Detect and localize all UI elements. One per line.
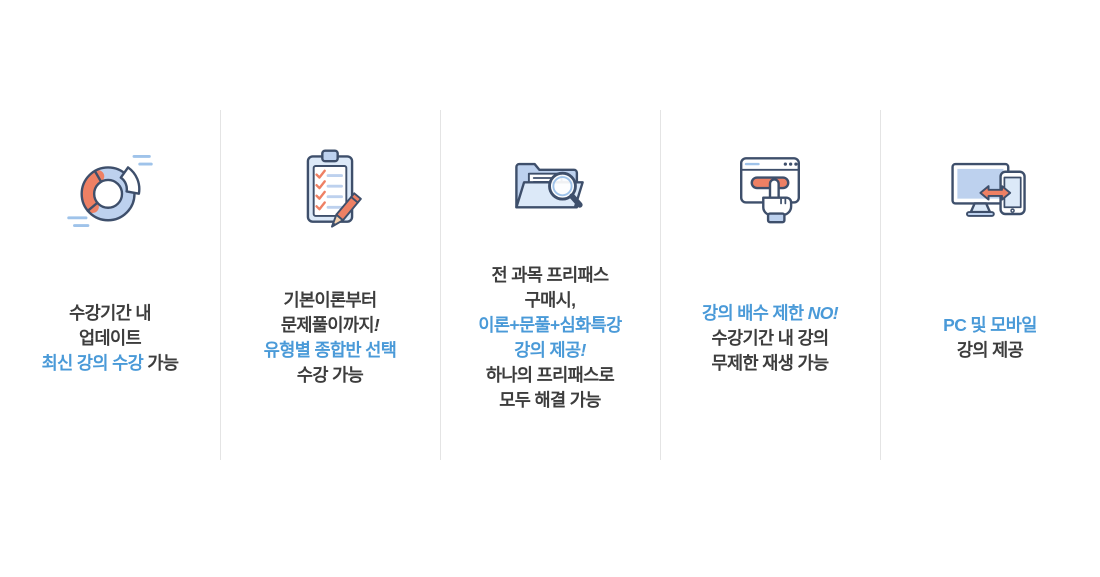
text-segment: 가능 [143,352,179,373]
feature-icon [935,140,1045,240]
column-divider [219,110,221,460]
folder-magnifier-icon [515,162,584,209]
text-segment: 기본이론부터 [283,290,378,310]
text-line: 수강기간 내 강의 [702,326,838,351]
text-segment: 하나의 프리패스로 [485,365,615,385]
text-segment: 수강기간 내 강의 [711,327,829,348]
pc-mobile-icon [951,162,1026,217]
column-divider [879,110,881,460]
feature-icon [55,140,165,240]
text-line: 강의 제공! [478,338,621,363]
text-segment: 전 과목 프리패스 [491,265,609,285]
donut-chart-icon [67,154,153,227]
text-line: 강의 제공 [943,338,1037,363]
text-segment: 수강기간 내 [69,302,151,323]
text-line: 이론+문풀+심화특강 [478,313,622,338]
column-divider [659,110,661,460]
text-line: 기본이론부터 [264,288,397,313]
text-segment: 최신 강의 수강 [41,352,144,373]
column-divider [439,110,441,460]
text-segment: 강의 제공 [956,340,1024,360]
text-segment: 이론+문풀+심화특강 [478,315,622,335]
checklist-clipboard-icon [306,149,362,228]
text-line: 수강기간 내 [42,301,179,326]
text-line: 수강 가능 [264,363,397,388]
browser-click-icon [740,157,800,224]
text-line: 유형별 종합반 선택 [264,338,397,363]
text-segment: NO! [807,302,839,323]
text-segment: ! [580,340,587,360]
feature-icon [495,140,605,240]
feature-icon [715,140,825,240]
text-line: 강의 배수 제한 NO! [701,301,839,326]
text-line: 업데이트 [42,326,179,351]
text-segment: 모두 해결 가능 [499,390,601,410]
text-segment: 유형별 종합반 선택 [263,340,397,360]
text-segment: 문제풀이까지 [280,315,375,335]
text-line: 무제한 재생 가능 [702,351,838,376]
text-segment: 강의 배수 제한 [701,302,808,323]
text-segment: 무제한 재생 가능 [711,352,829,373]
text-segment: 업데이트 [78,327,142,348]
text-segment: ! [373,315,380,335]
text-segment: 수강 가능 [296,365,364,385]
feature-icon [275,140,385,240]
text-line: 문제풀이까지! [264,313,397,338]
text-line: PC 및 모바일 [943,313,1037,338]
text-segment: 강의 제공 [514,340,581,360]
text-line: 전 과목 프리패스 [478,263,621,288]
text-line: 하나의 프리패스로 [478,363,621,388]
text-segment: 구매시, [524,290,576,310]
text-line: 최신 강의 수강 가능 [42,351,179,376]
text-segment: PC 및 모바일 [943,315,1037,335]
text-line: 모두 해결 가능 [478,388,621,413]
text-line: 구매시, [478,288,621,313]
